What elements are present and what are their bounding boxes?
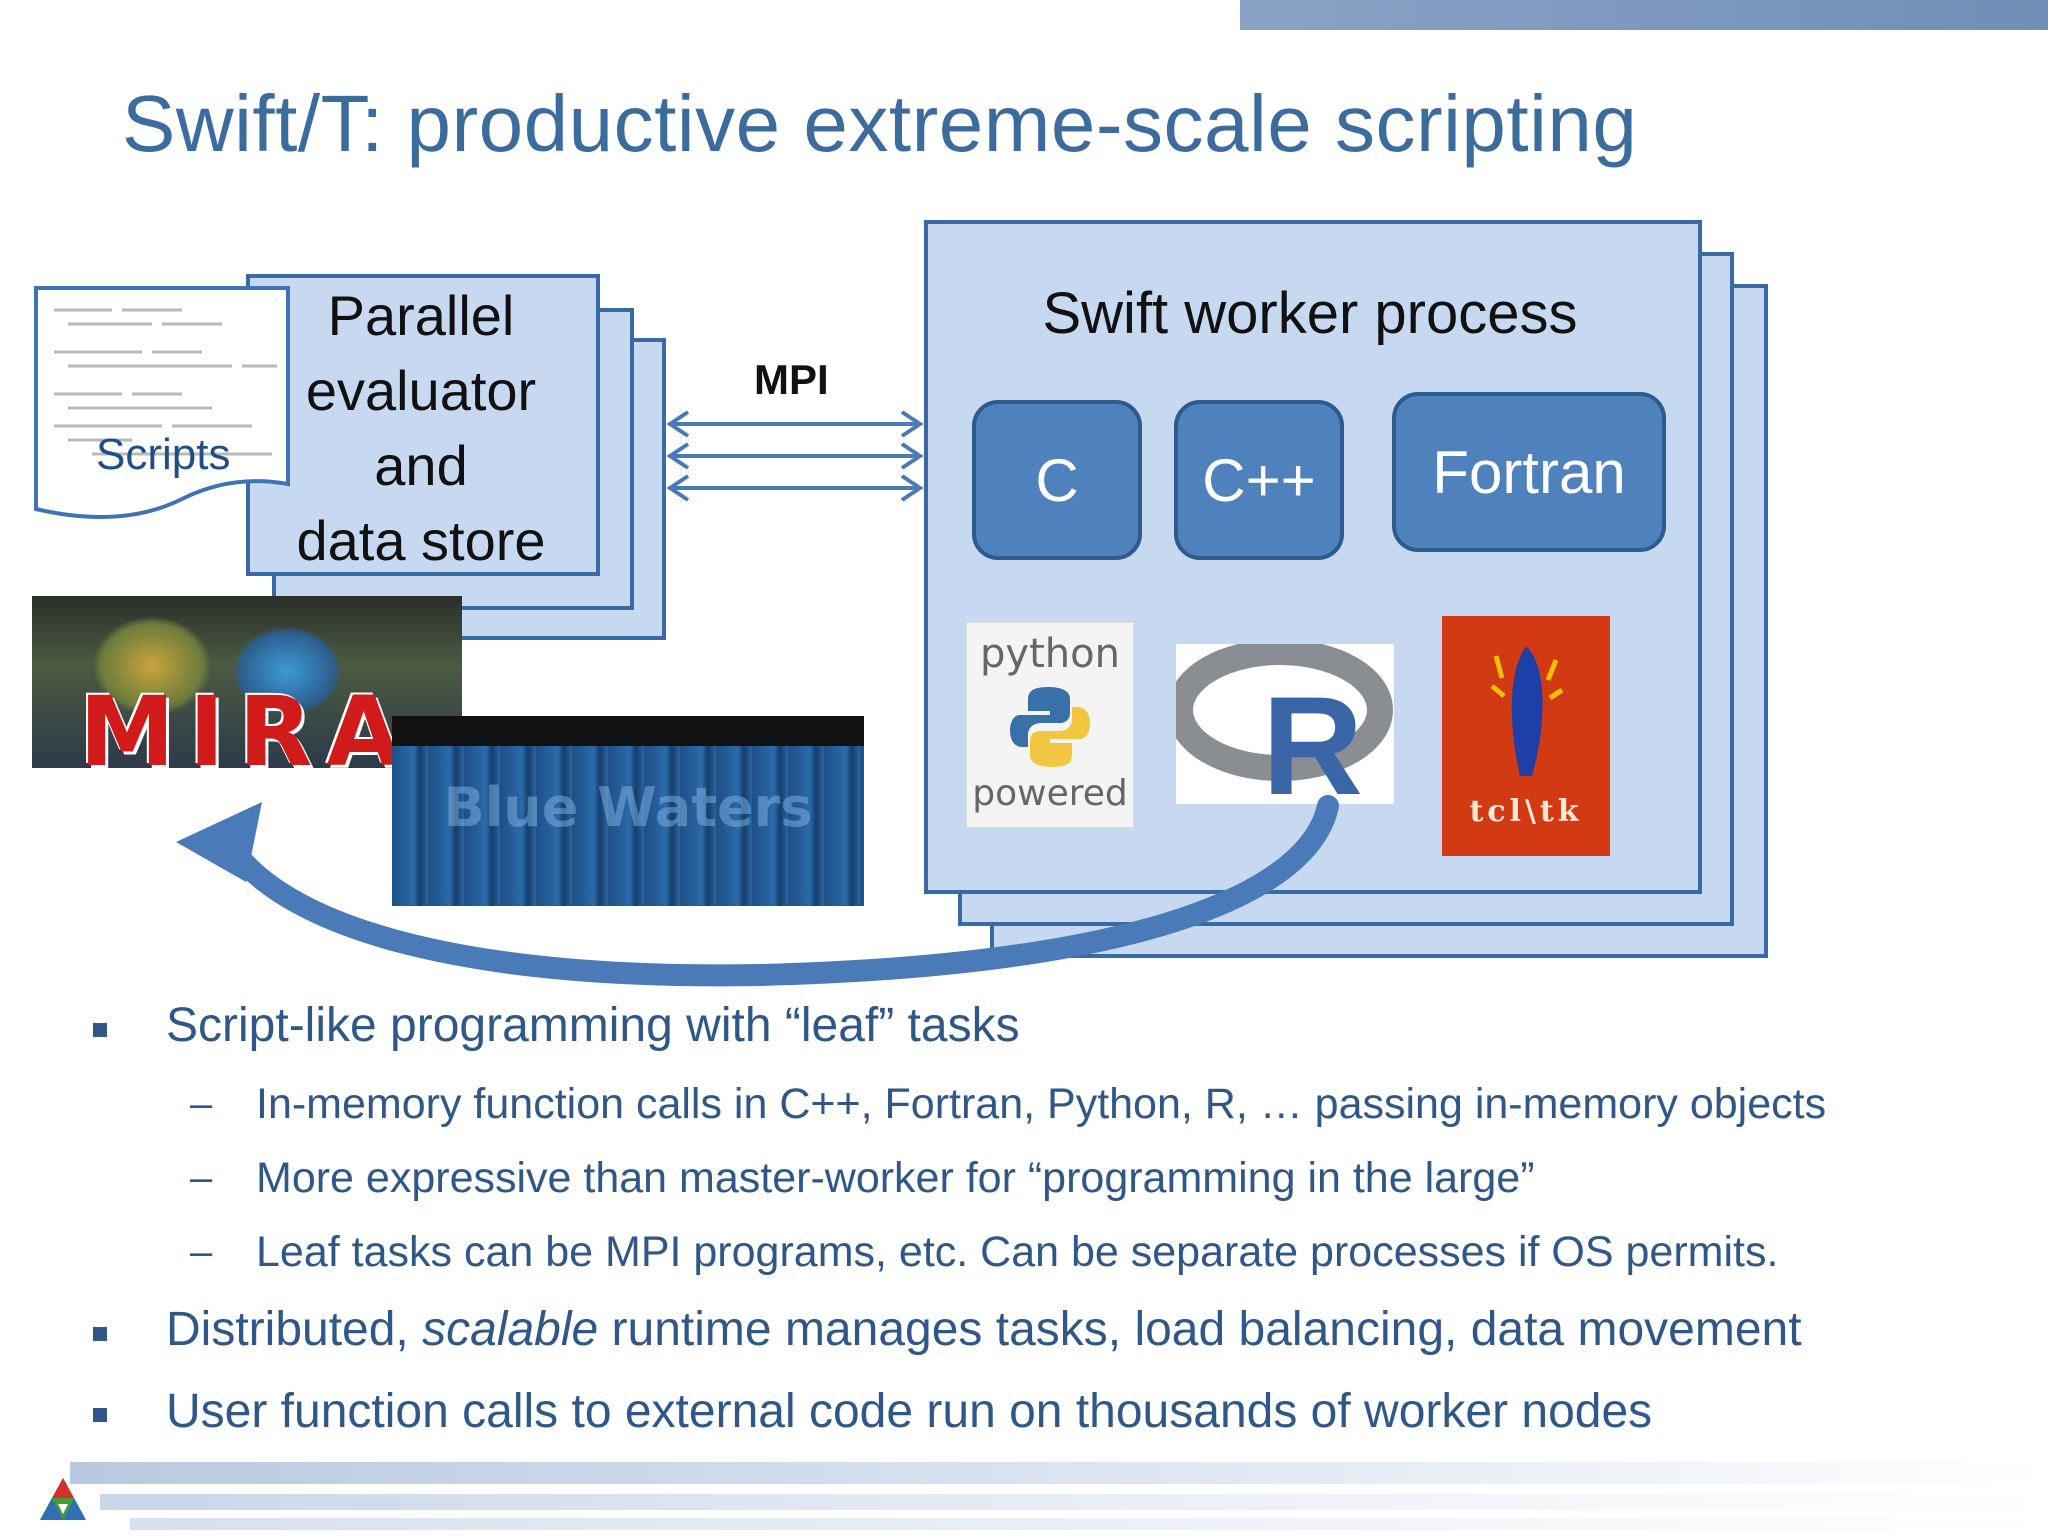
lang-fortran-box: Fortran [1392,392,1666,552]
lang-c-box: C [972,400,1142,560]
architecture-diagram: Parallel evaluator and data store Script… [32,220,1768,987]
mpi-arrows [666,410,924,502]
python-powered-logo: python powered [966,622,1134,828]
return-flow-arrow [176,795,1339,987]
scripts-label: Scripts [96,430,231,479]
tcltk-logo: tcl\tk [1442,616,1610,856]
evaluator-line-4: data store [296,509,546,572]
bluewaters-top-strip [392,716,864,746]
r-logo-icon: R [1167,639,1393,824]
mira-text: MIRA [79,676,415,768]
evaluator-box [246,274,600,576]
bullet-2-text-start: Distributed, [166,1303,423,1356]
lang-cpp-label: C++ [1202,446,1316,514]
slide-title: Swift/T: productive extreme-scale script… [122,79,1638,168]
bullet-marker-1 [93,1023,107,1037]
r-language-logo: R [1167,639,1394,824]
evaluator-line-1: Parallel [327,284,515,347]
footer-stripe-2 [100,1494,2048,1510]
mira-decoration [92,616,212,716]
python-logo-subtext: powered [972,773,1128,814]
bullet-2-text-end: runtime manages tasks, load balancing, d… [598,1303,1802,1356]
tcltk-feather-icon [1490,646,1564,776]
bullet-marker-2 [93,1327,107,1341]
lang-c-label: C [1035,446,1079,514]
evaluator-line-2: evaluator [305,359,537,422]
sub-bullet-3-text: Leaf tasks can be MPI programs, etc. Can… [256,1228,1779,1276]
sub-bullet-marker-1: – [190,1082,213,1126]
mpi-label: MPI [754,356,829,403]
argonne-logo-icon [40,1478,86,1520]
r-logo-letter: R [1262,667,1363,804]
worker-title: Swift worker process [1042,281,1578,346]
sub-bullet-2-text: More expressive than master-worker for “… [256,1154,1535,1202]
mira-decoration-2 [232,626,342,716]
footer-stripe [70,1462,2048,1484]
evaluator-label: Parallel evaluator and data store [248,278,594,578]
lang-cpp-box: C++ [1174,400,1344,560]
bluewaters-text: Blue Waters [443,776,813,839]
python-snake-icon [1010,687,1090,767]
script-document-icon [34,286,290,519]
bluewaters-supercomputer-image: Blue Waters [392,716,864,906]
bullet-2-text: Distributed, scalable runtime manages ta… [166,1302,1802,1357]
bullet-3-text: User function calls to external code run… [166,1385,1653,1438]
lang-fortran-label: Fortran [1432,438,1626,506]
tcltk-logo-text: tcl\tk [1469,794,1583,829]
sub-bullet-1-text: In-memory function calls in C++, Fortran… [256,1080,1827,1128]
bullet-2-text-italic: scalable [422,1303,599,1356]
bullet-1-text: Script-like programming with “leaf” task… [166,999,1020,1052]
python-logo-text: python [980,631,1120,677]
footer-stripe-3 [130,1518,2048,1530]
sub-bullet-marker-2: – [190,1156,213,1200]
bullet-marker-3 [93,1408,107,1422]
mira-supercomputer-image: MIRA [32,596,462,768]
evaluator-line-3: and [374,434,468,497]
sub-bullet-marker-3: – [190,1230,213,1274]
header-accent-band [1240,0,2048,30]
